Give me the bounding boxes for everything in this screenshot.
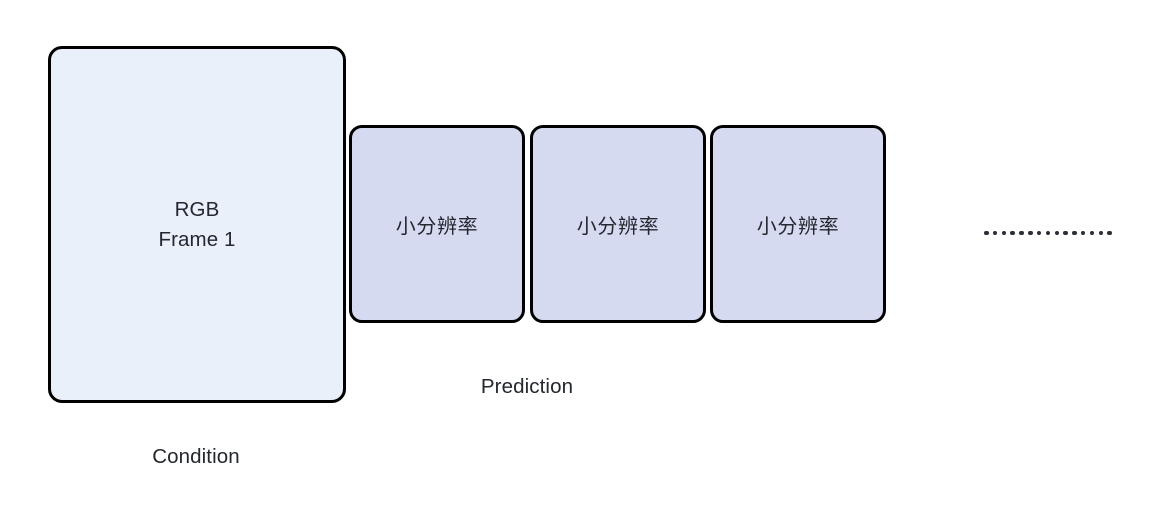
- ellipsis-dot: [1010, 230, 1015, 236]
- prediction-frame-box-3: 小分辨率: [710, 125, 886, 323]
- prediction-frame-box-1: 小分辨率: [349, 125, 525, 323]
- ellipsis-dot: [1089, 230, 1095, 236]
- ellipsis-dot: [1098, 230, 1104, 236]
- ellipsis-dot: [1107, 230, 1112, 236]
- ellipsis-dot: [1001, 230, 1007, 236]
- ellipsis-icon: [984, 222, 1112, 244]
- ellipsis-dot: [1028, 230, 1033, 236]
- prediction-frame-box-2: 小分辨率: [530, 125, 706, 323]
- condition-frame-label: RGB Frame 1: [158, 198, 236, 251]
- prediction-frame-label-2: 小分辨率: [576, 213, 660, 238]
- ellipsis-dot: [1080, 230, 1086, 236]
- condition-group-caption: Condition: [152, 445, 240, 468]
- condition-frame-box: RGB Frame 1: [48, 46, 346, 403]
- prediction-group-caption: Prediction: [480, 375, 574, 398]
- ellipsis-dot: [1019, 230, 1024, 236]
- ellipsis-dot: [1063, 230, 1068, 236]
- prediction-frame-label-3: 小分辨率: [756, 213, 840, 238]
- ellipsis-dot: [1045, 230, 1051, 236]
- ellipsis-dot: [992, 230, 998, 236]
- prediction-frame-label-1: 小分辨率: [395, 213, 479, 238]
- ellipsis-dot: [1036, 230, 1042, 236]
- ellipsis-dot: [984, 230, 989, 236]
- ellipsis-dot: [1054, 230, 1059, 236]
- ellipsis-dot: [1072, 230, 1077, 236]
